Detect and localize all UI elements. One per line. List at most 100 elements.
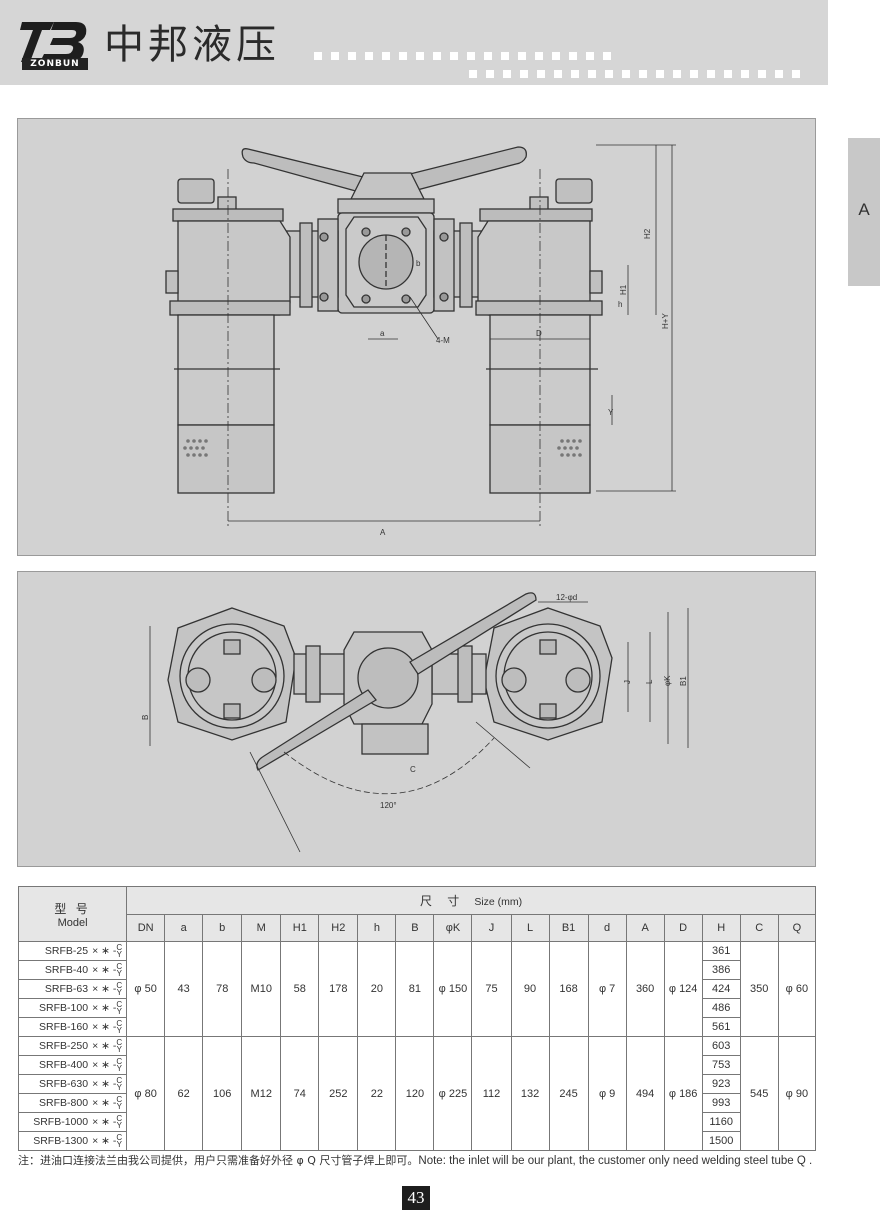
section-tab[interactable]: A [848,138,880,286]
spec-cell-dn: φ 80 [126,1036,166,1151]
dim-label-a: a [380,329,385,338]
column-header: A [625,913,665,942]
column-header: B1 [548,913,589,942]
suffix-bottom: Y [116,1045,122,1054]
column-header: φK [433,913,473,942]
front-view-drawing: A a 4-M D Y h b H1 H2 H+Y [165,144,676,537]
spec-cell-l: 90 [510,941,550,1037]
spec-cell-h2: 252 [318,1036,359,1151]
front-view-panel: A a 4-M D Y h b H1 H2 H+Y [17,118,816,556]
model-name: SRFB-400 [39,1058,89,1071]
spec-cell-b: 106 [202,1036,243,1151]
spec-cell-h: 22 [357,1036,397,1151]
spec-cell-dn: φ 50 [126,941,166,1037]
model-suffix: × ∗ - [92,963,117,976]
size-header-en: Size (mm) [474,895,523,908]
page-header: ZONBUN 中邦液压 [0,0,828,85]
suffix-top: C [116,1114,123,1123]
suffix-bottom: Y [116,1121,122,1130]
column-header: Q [777,913,817,942]
spec-cell-k: φ 225 [433,1036,473,1151]
spec-cell-c: 545 [739,1036,779,1151]
suffix-top: C [116,1133,123,1142]
model-name: SRFB-1300 [33,1134,89,1147]
spec-cell-h: 603 [701,1036,741,1056]
spec-cell-q: φ 90 [777,1036,817,1151]
model-name: SRFB-160 [39,1020,89,1033]
spec-cell-b1: 168 [548,941,589,1037]
column-header: H [701,913,741,942]
spec-cell-h: 993 [701,1093,741,1113]
suffix-top: C [116,1038,123,1047]
suffix-bottom: Y [116,1026,122,1035]
spec-cell-a: 494 [625,1036,665,1151]
footnote-en: Note: the inlet will be our plant, the c… [418,1155,813,1167]
spec-cell-q: φ 60 [777,941,817,1037]
spec-cell-h: 386 [701,960,741,980]
model-suffix: × ∗ - [92,1096,117,1109]
dim-label-b: b [416,259,421,268]
column-header: b [202,913,243,942]
section-tab-label: A [858,200,870,219]
dim-label-H1: H1 [619,284,628,295]
top-view-drawing: 12-φd C 120° B J L φK B1 [141,592,689,853]
logo-wordmark: ZONBUN [22,58,88,70]
spec-cell-b: 78 [202,941,243,1037]
spec-cell-j: 112 [471,1036,512,1151]
column-header: h [357,913,397,942]
column-header: D [663,913,703,942]
suffix-top: C [116,1019,123,1028]
dim-label-H2: H2 [643,228,652,239]
model-suffix: × ∗ - [92,1039,117,1052]
spec-cell-h: 561 [701,1017,741,1037]
brand-title: 中邦液压 [104,22,280,68]
suffix-bottom: Y [116,988,122,997]
model-name: SRFB-63 [44,982,89,995]
model-header-en: Model [57,916,88,929]
spec-cell-b1: 245 [548,1036,589,1151]
spec-cell-d: φ 124 [663,941,703,1037]
column-header: J [471,913,512,942]
spec-cell-a: 43 [164,941,204,1037]
footnote-cn: 注：进油口连接法兰由我公司提供，用户只需准备好外径 φ Q 尺寸管子焊上即可。 [18,1154,419,1167]
suffix-bottom: Y [116,1102,122,1111]
spec-cell-h2: 178 [318,941,359,1037]
spec-cell-a: 62 [164,1036,204,1151]
suffix-bottom: Y [116,1140,122,1149]
spec-cell-d: φ 186 [663,1036,703,1151]
suffix-top: C [116,1057,123,1066]
model-name: SRFB-250 [39,1039,89,1052]
dim-label-B: B [141,715,150,720]
spec-cell-h1: 58 [280,941,320,1037]
model-suffix: × ∗ - [92,944,117,957]
spec-cell-h: 361 [701,941,741,961]
model-header-cn: 型 号 [54,901,91,916]
footnote: 注：进油口连接法兰由我公司提供，用户只需准备好外径 φ Q 尺寸管子焊上即可。N… [18,1152,838,1168]
dim-label-L: L [645,679,654,684]
model-name: SRFB-100 [39,1001,89,1014]
spec-cell-c: 350 [739,941,779,1037]
dim-label-12d: 12-φd [556,593,577,602]
model-name: SRFB-25 [44,944,89,957]
